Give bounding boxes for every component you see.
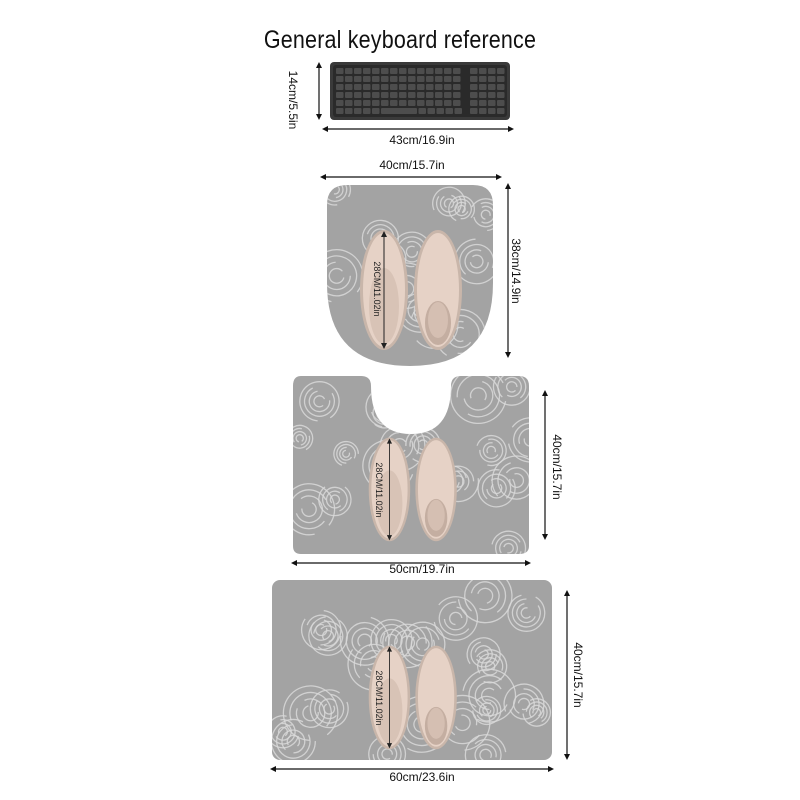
contour-width-label: 50cm/19.7in: [389, 562, 455, 576]
lid-slipper-label: 28CM/11.02in: [372, 261, 382, 317]
slippers-rect: [368, 645, 457, 750]
rect-slipper-label: 28CM/11.02in: [374, 670, 384, 726]
lid-height-label: 38cm/14.9in: [509, 238, 523, 304]
contour-height-arrow: [542, 390, 548, 540]
contour-width-arrow: [291, 560, 531, 566]
keyboard-height-arrow: [316, 62, 322, 120]
contour-height-label: 40cm/15.7in: [550, 434, 564, 500]
rect-height-label: 40cm/15.7in: [571, 642, 585, 708]
contour-slipper-label: 28CM/11.02in: [374, 462, 384, 518]
rect-width-label: 60cm/23.6in: [389, 770, 455, 784]
keyboard-width-label: 43cm/16.9in: [389, 133, 455, 147]
rect-width-arrow: [270, 766, 554, 772]
rectangular-mat: [272, 580, 552, 760]
slippers-contour: [368, 437, 457, 542]
keyboard-height-label: 14cm/5.5in: [286, 70, 300, 130]
keyboard-image: [330, 62, 510, 120]
slippers-lid: [360, 230, 462, 350]
lid-width-label: 40cm/15.7in: [379, 158, 445, 172]
page-title: General keyboard reference: [263, 26, 537, 54]
lid-height-arrow: [505, 183, 511, 358]
rect-height-arrow: [564, 590, 570, 760]
keyboard-width-arrow: [322, 126, 514, 132]
lid-width-arrow: [320, 174, 502, 180]
